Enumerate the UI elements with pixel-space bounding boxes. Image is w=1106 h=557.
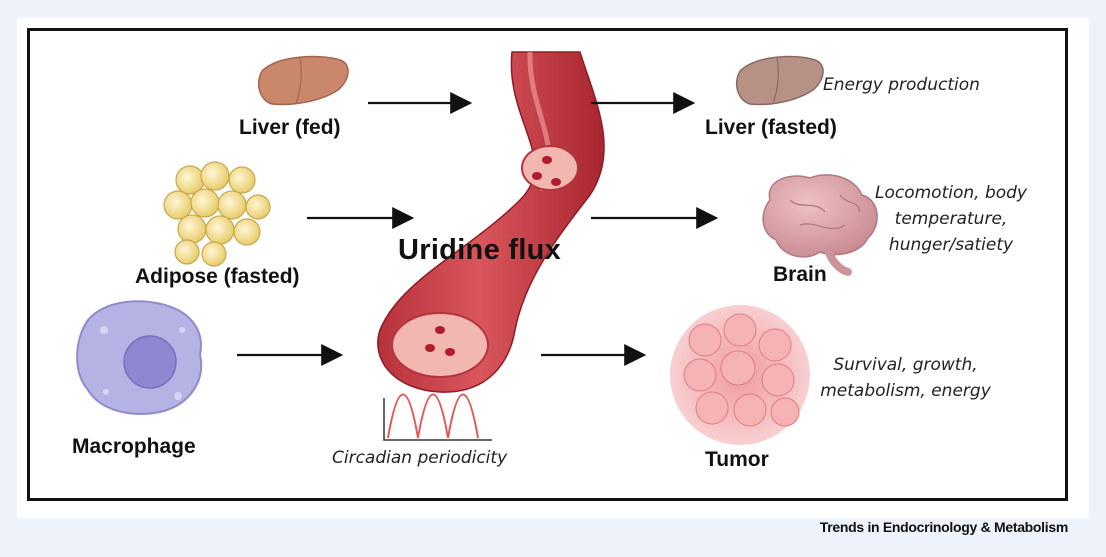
tumor-label: Tumor <box>705 448 769 471</box>
circadian-caption: Circadian periodicity <box>332 448 508 468</box>
tumor-effect-line: Survival, growth, <box>833 355 978 375</box>
tumor-effect: Survival, growth, metabolism, energy <box>803 352 1008 404</box>
brain-label: Brain <box>773 263 827 286</box>
liver-fed-icon <box>257 55 349 106</box>
tumor-icon <box>670 305 810 445</box>
macrophage-label: Macrophage <box>72 435 196 458</box>
brain-effect-line: Locomotion, body <box>875 183 1027 203</box>
liver-fasted-icon <box>735 55 824 106</box>
journal-credit: Trends in Endocrinology & Metabolism <box>819 519 1069 535</box>
brain-icon <box>762 174 878 276</box>
flow-arrows <box>237 92 719 366</box>
brain-effect-line: temperature, <box>894 209 1008 229</box>
liver-fasted-effect: Energy production <box>823 75 980 95</box>
macrophage-icon <box>76 300 203 415</box>
tumor-effect-line: metabolism, energy <box>820 381 991 401</box>
liver-fed-label: Liver (fed) <box>239 116 341 139</box>
uridine-flux-title: Uridine flux <box>398 234 562 266</box>
blood-vessel-icon <box>377 51 605 393</box>
circadian-wave-icon <box>383 393 492 441</box>
liver-fasted-label: Liver (fasted) <box>705 116 837 139</box>
brain-effect-line: hunger/satiety <box>888 235 1014 255</box>
brain-effect: Locomotion, body temperature, hunger/sat… <box>856 180 1046 258</box>
adipose-cells-icon <box>163 161 271 267</box>
adipose-label: Adipose (fasted) <box>135 265 300 288</box>
